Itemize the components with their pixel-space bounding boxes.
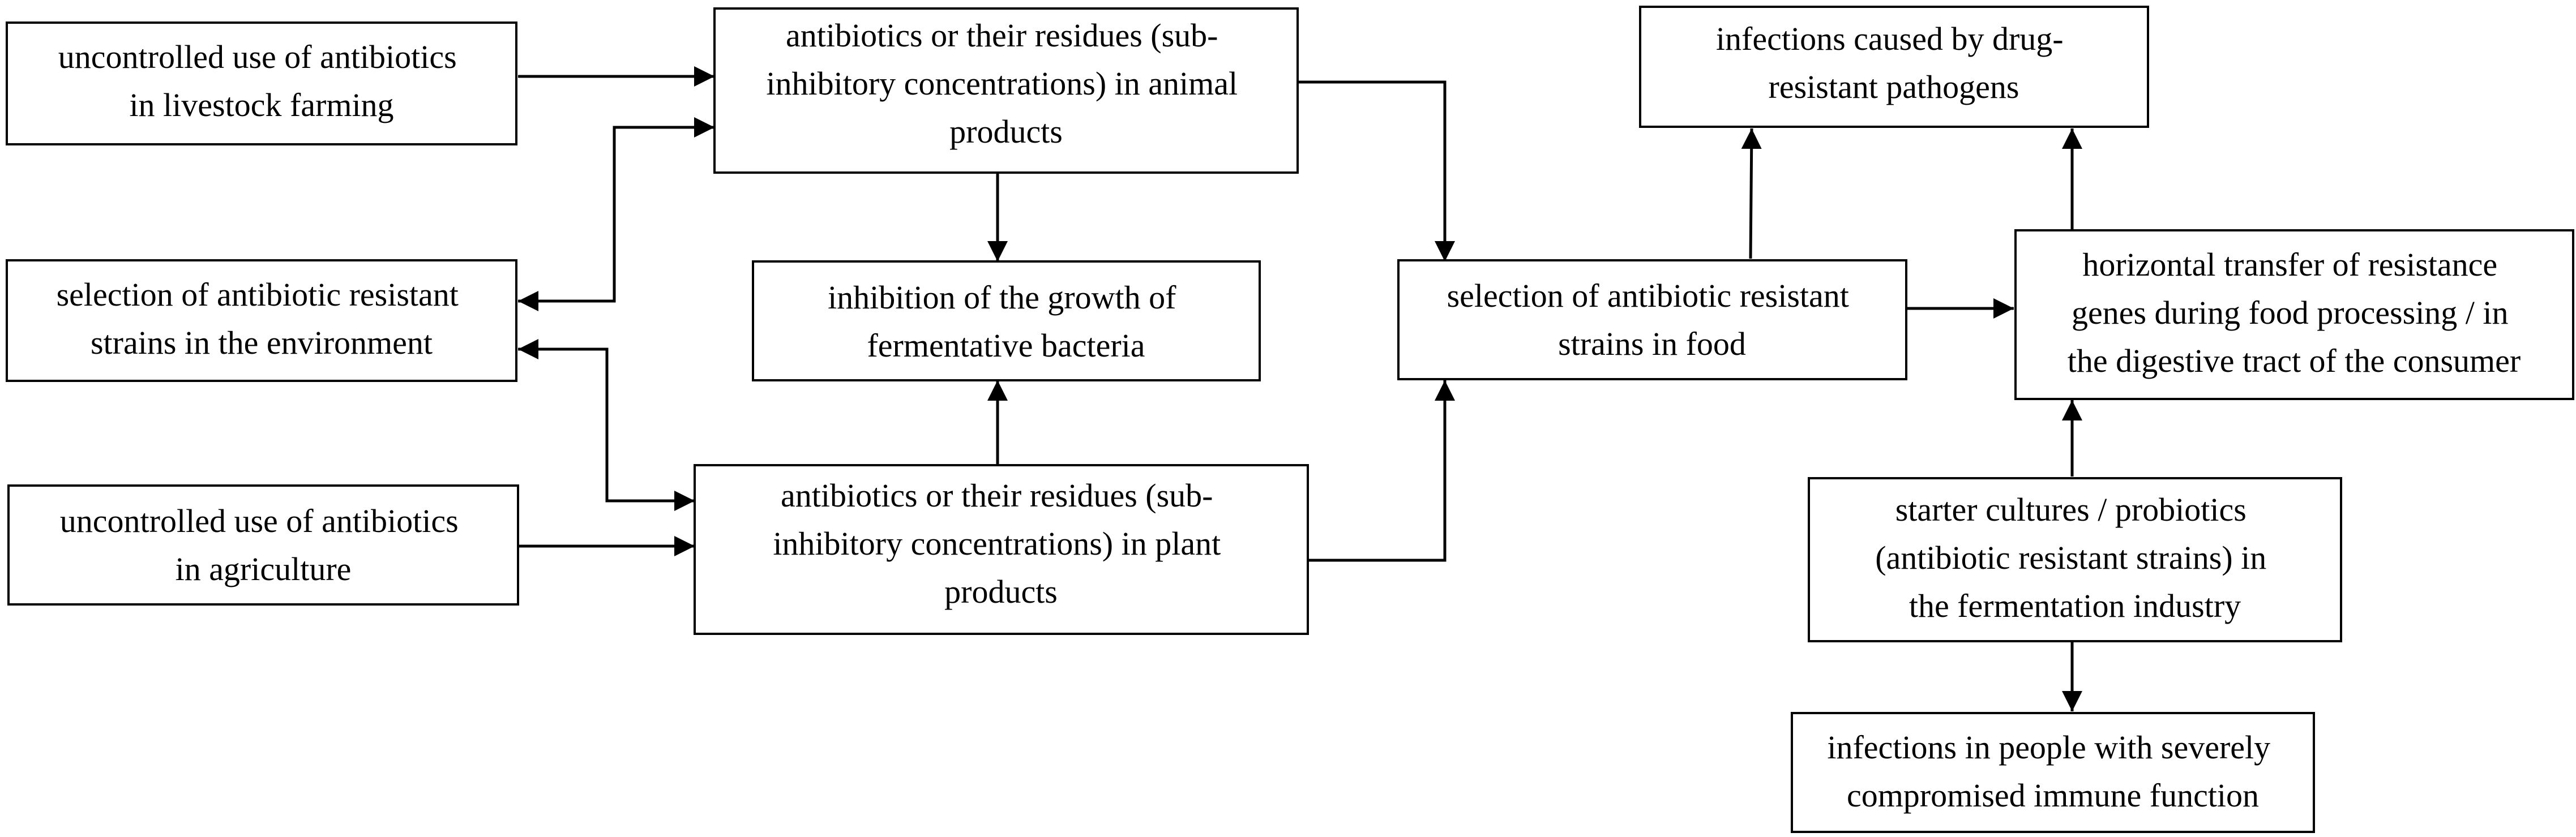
node-environment-selection: selection of antibiotic resistant strain… (6, 259, 517, 382)
node-box (6, 259, 517, 382)
node-agriculture-use: uncontrolled use of antibiotics in agric… (7, 484, 519, 606)
node-label-line: selection of antibiotic resistant (57, 276, 459, 313)
node-label-line: infections caused by drug- (1716, 20, 2064, 57)
edge-food-selection-to-drug-infections (1741, 128, 1762, 259)
node-label-line: inhibitory concentrations) in plant (773, 525, 1221, 562)
node-box (752, 260, 1261, 381)
edge-animal-residues-to-food-selection (1298, 80, 1455, 261)
node-box (713, 7, 1299, 174)
edges (518, 66, 2082, 711)
node-label: uncontrolled use of antibiotics in agric… (60, 503, 467, 587)
nodes: uncontrolled use of antibiotics in lives… (6, 6, 2574, 833)
node-label-line: inhibitory concentrations) in animal (766, 65, 1238, 102)
node-label-line: the digestive tract of the consumer (2068, 342, 2521, 379)
node-label-line: strains in the environment (91, 324, 433, 361)
node-label: selection of antibiotic resistant strain… (57, 276, 467, 361)
node-box (2014, 229, 2574, 400)
node-label-line: fermentative bacteria (867, 327, 1145, 364)
node-food-selection: selection of antibiotic resistant strain… (1397, 259, 1907, 380)
node-box (7, 484, 519, 606)
node-drug-resistant-infections: infections caused by drug- resistant pat… (1639, 6, 2149, 128)
node-label: infections caused by drug- resistant pat… (1716, 20, 2072, 105)
node-livestock-use: uncontrolled use of antibiotics in lives… (6, 22, 517, 145)
node-label: starter cultures / probiotics (antibioti… (1875, 491, 2275, 624)
node-label-line: (antibiotic resistant strains) in (1875, 539, 2266, 576)
node-label: infections in people with severely compr… (1827, 729, 2278, 814)
node-inhibition-growth: inhibition of the growth of fermentative… (752, 260, 1261, 381)
node-label-line: starter cultures / probiotics (1895, 491, 2246, 528)
node-label-line: uncontrolled use of antibiotics (60, 503, 459, 539)
node-box (694, 464, 1309, 635)
edge-animal-residues-environment (518, 117, 714, 311)
node-label-line: products (949, 113, 1063, 150)
node-label-line: uncontrolled use of antibiotics (58, 38, 457, 75)
node-label: horizontal transfer of resistance genes … (2068, 246, 2521, 379)
node-immune-infections: infections in people with severely compr… (1791, 712, 2315, 833)
node-label-line: horizontal transfer of resistance (2082, 246, 2497, 283)
node-label-line: products (944, 573, 1058, 610)
node-label-line: compromised immune function (1847, 777, 2259, 814)
node-box (1639, 6, 2149, 128)
node-label-line: infections in people with severely (1827, 729, 2270, 766)
node-box (1791, 712, 2315, 833)
edge-plant-residues-environment (518, 339, 695, 511)
node-horizontal-transfer: horizontal transfer of resistance genes … (2014, 229, 2574, 400)
node-label: inhibition of the growth of fermentative… (828, 279, 1184, 364)
node-box (1397, 259, 1907, 380)
node-label-line: antibiotics or their residues (sub- (786, 17, 1218, 54)
node-label-line: genes during food processing / in (2072, 294, 2509, 331)
node-animal-residues: antibiotics or their residues (sub- inhi… (713, 7, 1299, 174)
node-starter-cultures: starter cultures / probiotics (antibioti… (1808, 477, 2342, 642)
node-label-line: the fermentation industry (1909, 587, 2241, 624)
node-label: uncontrolled use of antibiotics in lives… (58, 38, 465, 123)
node-label-line: inhibition of the growth of (828, 279, 1176, 316)
node-label: selection of antibiotic resistant strain… (1447, 277, 1858, 362)
node-label-line: antibiotics or their residues (sub- (781, 477, 1213, 514)
node-plant-residues: antibiotics or their residues (sub- inhi… (694, 464, 1309, 635)
edge-plant-residues-to-food-selection (1308, 380, 1455, 562)
node-box (6, 22, 517, 145)
node-box (1808, 477, 2342, 642)
node-label-line: in livestock farming (129, 87, 393, 123)
node-label-line: in agriculture (176, 551, 352, 587)
node-label: antibiotics or their residues (sub- inhi… (766, 17, 1246, 150)
node-label-line: selection of antibiotic resistant (1447, 277, 1849, 314)
node-label-line: resistant pathogens (1769, 68, 2019, 105)
node-label: antibiotics or their residues (sub- inhi… (773, 477, 1229, 610)
node-label-line: strains in food (1558, 325, 1746, 362)
